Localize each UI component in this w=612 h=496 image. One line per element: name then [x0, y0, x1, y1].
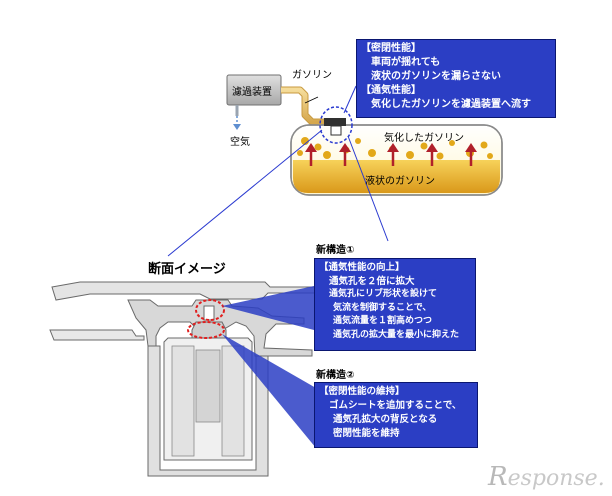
new-structure-1-title: 新構造① [316, 245, 355, 256]
gasoline-label: ガソリン [292, 70, 332, 81]
callout-top-line-3: 気化したガソリンを濾過装置へ流す [371, 99, 531, 110]
cross-section-title: 断面イメージ [148, 262, 226, 277]
liquid-gasoline-label: 液状のガソリン [365, 176, 435, 187]
pointer-1 [222, 286, 314, 330]
ns1-line-3: 気流を制御することで、 [333, 302, 432, 313]
response-watermark: Response. [488, 462, 605, 492]
highlight-vent-hole [195, 299, 225, 321]
watermark-text: esponse. [507, 466, 605, 491]
filter-device-label: 濾過装置 [232, 87, 272, 98]
air-outlet-pipe [233, 105, 241, 130]
callout-top-line-1: 車両が揺れても [371, 57, 441, 68]
ns2-line-3: 密閉性能を維持 [333, 428, 400, 439]
callout-top-heading-2: 【通気性能】 [361, 85, 421, 96]
evaporation-arrows [305, 143, 477, 166]
highlight-rubber-sheet [187, 321, 225, 339]
ns2-heading: 【密閉性能の維持】 [319, 386, 405, 397]
watermark-r: R [488, 462, 508, 492]
callout-new-structure-2: 【密閉性能の維持】 ゴムシートを追加することで、 通気孔拡大の背反となる 密閉性… [314, 382, 478, 448]
cut-valve [319, 106, 353, 144]
ns1-line-1: 通気孔を２倍に拡大 [329, 275, 415, 287]
pointer-2 [222, 334, 316, 448]
vapor-gasoline-label: 気化したガソリン [384, 133, 464, 144]
ns2-line-2: 通気孔拡大の背反となる [333, 414, 438, 425]
cross-section-drawing [49, 281, 331, 477]
callout-top-line-2: 液状のガソリンを漏らさない [371, 71, 501, 82]
gasoline-pipe [281, 86, 330, 126]
ns1-line-2: 通気孔にリブ形状を設けて [329, 289, 438, 299]
new-structure-2-title: 新構造② [316, 370, 355, 381]
ns1-line-5: 通気孔の拡大量を最小に抑えた [333, 329, 460, 340]
guide-lines [167, 85, 389, 257]
ns1-line-4: 通気流量を１割高めつつ [333, 316, 433, 326]
air-label: 空気 [230, 137, 250, 148]
ns2-line-1: ゴムシートを追加することで、 [329, 400, 462, 411]
callout-top-heading-1: 【密閉性能】 [361, 43, 421, 54]
callout-top: 【密閉性能】 車両が揺れても 液状のガソリンを漏らさない 【通気性能】 気化した… [356, 39, 556, 118]
ns1-heading: 【通気性能の向上】 [319, 262, 405, 273]
callout-new-structure-1: 【通気性能の向上】 通気孔を２倍に拡大 通気孔にリブ形状を設けて 気流を制御する… [314, 258, 476, 351]
